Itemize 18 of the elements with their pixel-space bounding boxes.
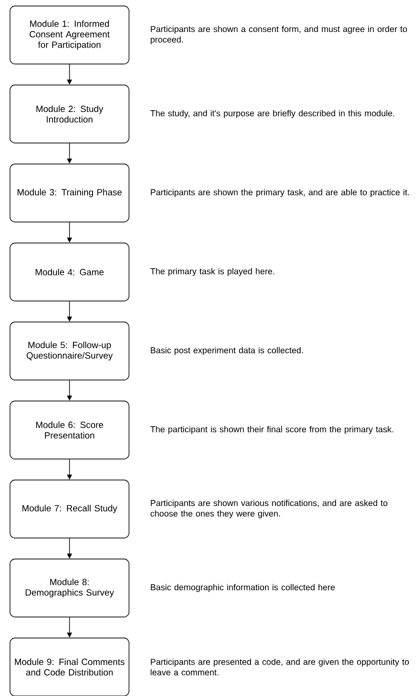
process-box: Module 6: Score Presentation <box>10 400 130 460</box>
process-box: Module 2: Study Introduction <box>10 84 130 144</box>
process-box: Module 8: Demographics Survey <box>10 558 130 618</box>
description-text: Basic post experiment data is collected. <box>150 347 303 355</box>
description-text: Basic demographic information is collected here <box>150 584 335 592</box>
process-box: Module 5: Follow-up Questionnaire/Survey <box>10 322 130 380</box>
description-text: Participants are presented a code, and are given the opportunity to leave a comment. <box>150 658 409 676</box>
description-text: The study, and it's purpose are briefly described in this module. <box>150 110 394 118</box>
process-box: Module 9: Final Comments and Code Distribution <box>10 638 130 696</box>
description-text: Participants are shown the primary task, and are able to practice it. <box>150 189 409 197</box>
process-box: Module 4: Game <box>10 242 130 302</box>
description-text: Participants are shown various notifications, and are asked to choose the ones they were given. <box>150 500 388 518</box>
description-text: The participant is shown their final score from the primary task. <box>150 426 394 434</box>
description-text: The primary task is played here. <box>150 268 274 276</box>
description-text: Participants are shown a consent form, and must agree in order to proceed. <box>150 26 407 44</box>
process-box: Module 3: Training Phase <box>10 164 130 222</box>
process-box: Module 1: Informed Consent Agreement for Participation <box>10 6 130 64</box>
process-box: Module 7: Recall Study <box>10 480 130 538</box>
